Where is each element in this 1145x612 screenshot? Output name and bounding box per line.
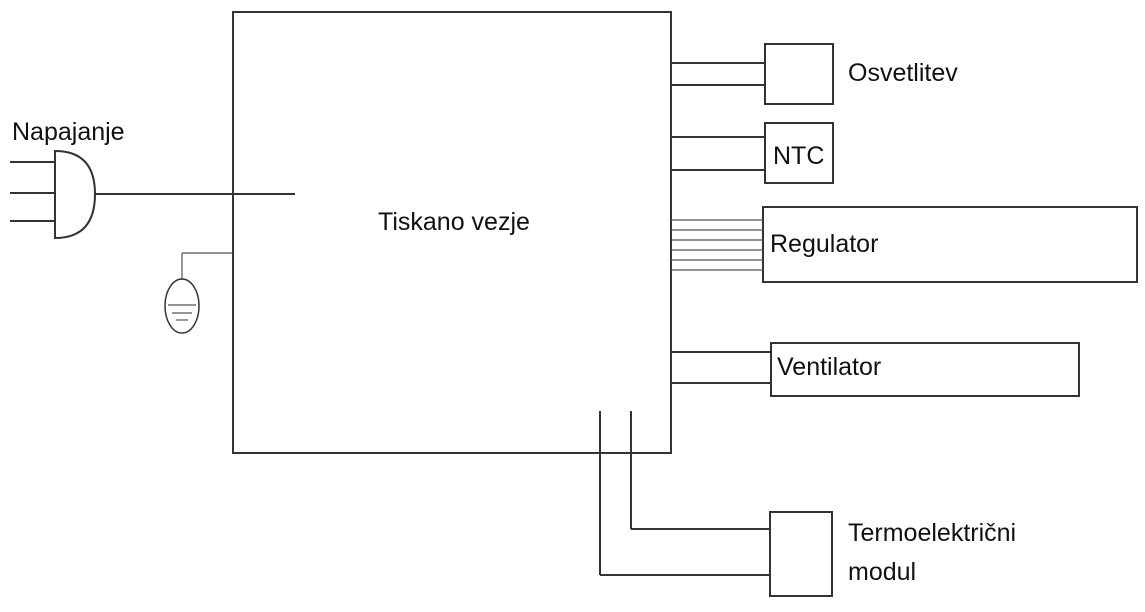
main-block (232, 11, 672, 454)
ntc-label: NTC (773, 142, 825, 170)
thermo-label-line1: Termoelektrični (848, 519, 1017, 547)
lighting-label: Osvetlitev (848, 59, 958, 87)
ntc-box (764, 122, 834, 184)
fan-label: Ventilator (777, 353, 882, 381)
fan-box (770, 342, 1080, 397)
ground-symbol-icon (164, 252, 233, 334)
thermo-box (769, 511, 833, 597)
main-block-label: Tiskano vezje (378, 208, 530, 236)
lighting-box (764, 43, 834, 105)
regulator-label: Regulator (770, 230, 879, 258)
power-plug-icon (10, 149, 97, 240)
thermo-label-line2: modul (848, 558, 917, 586)
regulator-box (762, 206, 1138, 283)
power-label: Napajanje (12, 118, 125, 146)
